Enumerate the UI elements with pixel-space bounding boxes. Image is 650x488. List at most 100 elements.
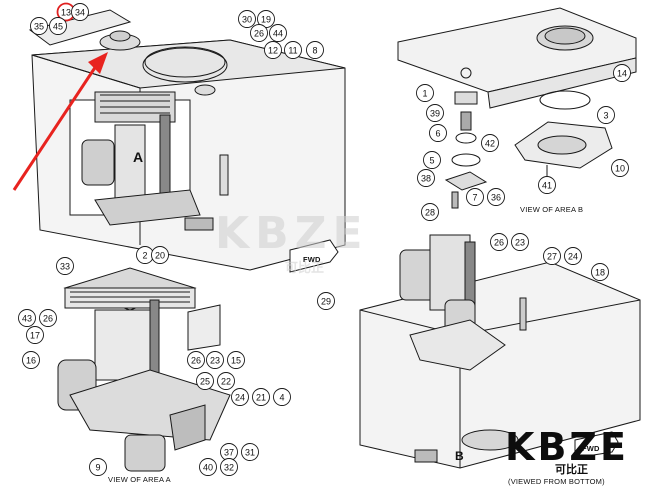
callout-number: 24 [568,252,578,262]
callout-number: 10 [615,164,625,174]
caption-view-area-b: VIEW OF AREA B [520,205,583,214]
callout-32: 32 [220,458,238,476]
callout-number: 23 [210,356,220,366]
callout-number: 8 [312,46,317,56]
callout-circle [564,247,582,265]
callout-number: 33 [60,262,70,272]
callout-9: 9 [89,458,107,476]
callout-number: 19 [261,15,271,25]
callout-circle [252,388,270,406]
callout-22: 22 [217,372,235,390]
callout-number: 4 [279,393,284,403]
callout-circle [231,388,249,406]
callout-circle [416,84,434,102]
watermark-text: KBZE [215,208,369,259]
callout-14: 14 [613,64,631,82]
callout-number: 41 [542,181,552,191]
callout-33: 33 [56,257,74,275]
callout-number: 15 [231,356,241,366]
callout-circle [206,351,224,369]
callout-number: 38 [421,174,431,184]
callout-24: 24 [231,388,249,406]
callout-number: 26 [43,314,53,324]
callout-29: 29 [317,292,335,310]
callout-number: 16 [26,356,36,366]
callout-number: 34 [75,8,85,18]
callout-circle [264,41,282,59]
callout-circle [39,309,57,327]
callout-number: 9 [95,463,100,473]
callout-26: 26 [490,233,508,251]
callout-circle [423,151,441,169]
callout-number: 42 [485,139,495,149]
callout-34: 34 [71,3,89,21]
callout-number: 30 [242,15,252,25]
callout-45: 45 [49,17,67,35]
callout-1: 1 [416,84,434,102]
bottom-view-drawing [359,234,641,469]
callout-number: 44 [273,29,283,39]
callout-circle [269,24,287,42]
callout-15: 15 [227,351,245,369]
callout-number: 12 [268,46,278,56]
callout-circle [187,351,205,369]
callout-circle [241,443,259,461]
callout-circle [613,64,631,82]
callout-circle [490,233,508,251]
callout-circle [30,17,48,35]
callout-39: 39 [426,104,444,122]
callout-number: 5 [429,156,434,166]
callout-number: 29 [321,297,331,307]
callout-circle [284,41,302,59]
callout-4: 4 [273,388,291,406]
callout-circle [250,24,268,42]
callout-circle [217,372,235,390]
watermark-subtext: 可比正 [285,260,324,276]
callout-12: 12 [264,41,282,59]
callout-3: 3 [597,106,615,124]
callout-number: 35 [34,22,44,32]
callout-27: 27 [543,247,561,265]
callout-2: 2 [136,246,154,264]
callout-number: 1 [422,89,427,99]
callout-40: 40 [199,458,217,476]
callout-11: 11 [284,41,302,59]
callout-circle [466,188,484,206]
corner-logo-text: KBZE [505,425,629,469]
callout-7: 7 [466,188,484,206]
callout-circle [591,263,609,281]
callout-number: 13 [61,8,71,18]
callout-38: 38 [417,169,435,187]
callout-number: 3 [603,111,608,121]
callout-16: 16 [22,351,40,369]
caption-viewed-from-bottom: (VIEWED FROM BOTTOM) [508,477,605,486]
corner-logo-subtext: 可比正 [555,462,588,476]
callout-circle [597,106,615,124]
callout-number: 26 [494,238,504,248]
callout-circle [426,104,444,122]
callout-5: 5 [423,151,441,169]
callout-circle [511,233,529,251]
callout-41: 41 [538,176,556,194]
callout-circle [238,10,256,28]
callout-circle [481,134,499,152]
callout-31: 31 [241,443,259,461]
callout-35: 35 [30,17,48,35]
callout-circle [196,372,214,390]
callout-44: 44 [269,24,287,42]
callout-circle [71,3,89,21]
area-b-drawing [397,7,637,209]
corner-logo: KBZE 可比正 [505,425,629,476]
callout-number: 24 [235,393,245,403]
callout-24: 24 [564,247,582,265]
callout-circle [538,176,556,194]
callout-number: 17 [30,331,40,341]
callout-circle [543,247,561,265]
callout-number: 7 [472,193,477,203]
callout-number: 20 [155,251,165,261]
callout-25: 25 [196,372,214,390]
callout-number: 18 [595,268,605,278]
callout-circle [306,41,324,59]
callout-circle [199,458,217,476]
